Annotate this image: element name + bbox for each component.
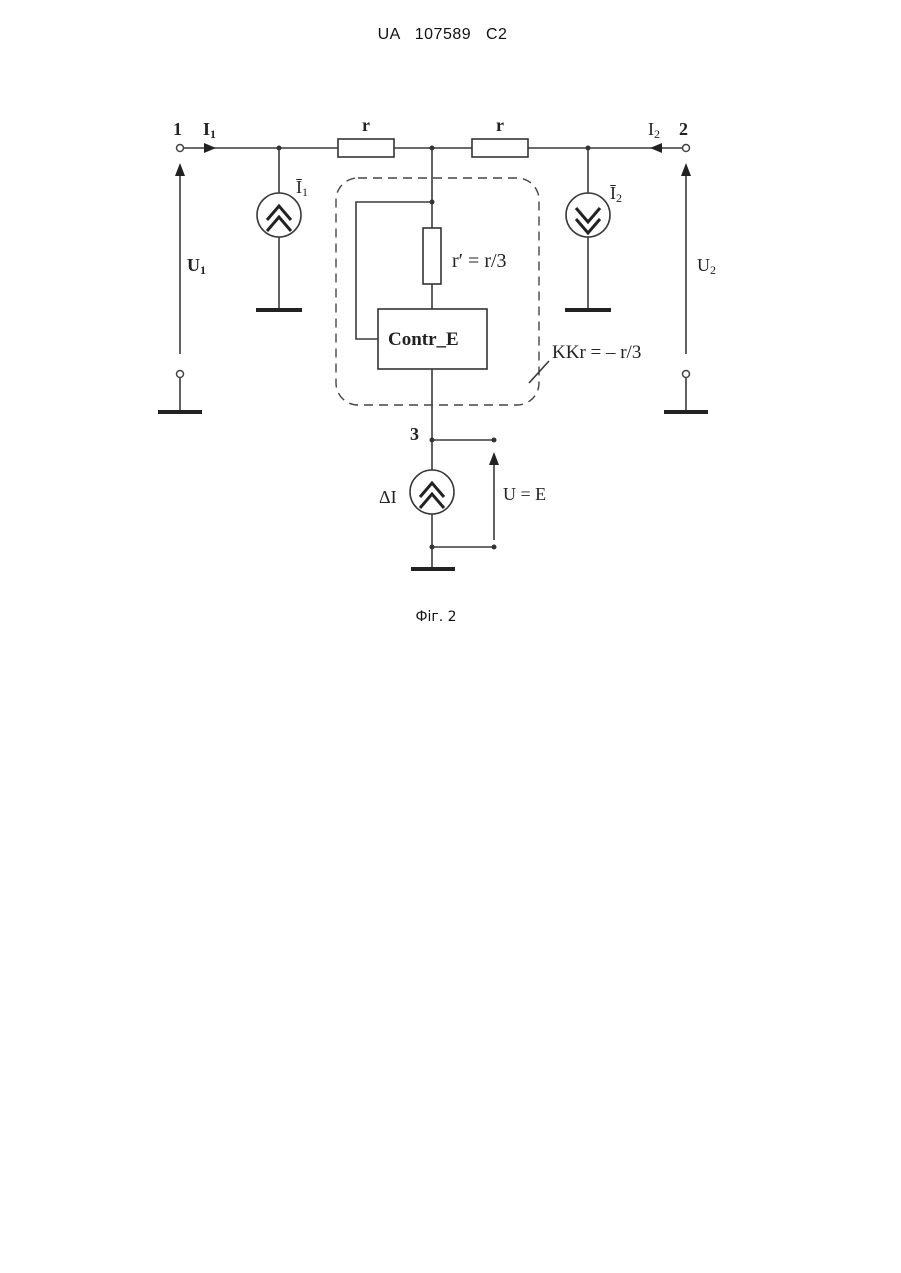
node-2-label: 2 [679, 119, 688, 139]
node-3-terminal-bottom [492, 545, 497, 550]
voltage-u2-label: U2 [697, 255, 716, 277]
voltage-u1-label: U1 [187, 255, 206, 277]
kkr-block-pointer [529, 361, 549, 383]
figure-caption: Фіг. 2 [0, 609, 872, 625]
current-source-i1-arrow-icon-2 [267, 217, 291, 231]
node-3-label: 3 [410, 424, 419, 444]
terminal-2 [683, 145, 690, 152]
current-arrow-left [204, 143, 216, 153]
current-i1-label: I1 [203, 119, 216, 141]
block-gain-label: KKr = – r/3 [552, 342, 641, 363]
delta-source-label: ΔI [379, 487, 397, 507]
kkr-block-boundary [336, 178, 539, 405]
terminal-1-ground [177, 371, 184, 378]
current-arrow-right [650, 143, 662, 153]
terminal-2-ground [683, 371, 690, 378]
resistor-left [338, 139, 394, 157]
resistor-right [472, 139, 528, 157]
voltage-e-arrowhead [489, 452, 499, 465]
controller-label: Contr_E [388, 329, 459, 350]
terminal-1 [177, 145, 184, 152]
voltage-u2-arrowhead [681, 163, 691, 176]
node-3-terminal-top [492, 438, 497, 443]
source-i2-label: Ī2 [610, 183, 622, 205]
current-source-i2-arrow-icon [576, 208, 600, 222]
voltage-e-label: U = E [503, 484, 546, 504]
source-i1-label: Ī1 [296, 177, 308, 199]
node-1-label: 1 [173, 119, 182, 139]
current-source-delta-arrow-icon-2 [420, 494, 444, 508]
resistor-right-label: r [496, 115, 504, 135]
current-source-i2 [566, 193, 610, 237]
resistor-left-label: r [362, 115, 370, 135]
voltage-u1-arrowhead [175, 163, 185, 176]
resistor-inner [423, 228, 441, 284]
current-i2-label: I2 [648, 119, 660, 141]
resistor-inner-label: r′ = r/3 [452, 250, 507, 272]
